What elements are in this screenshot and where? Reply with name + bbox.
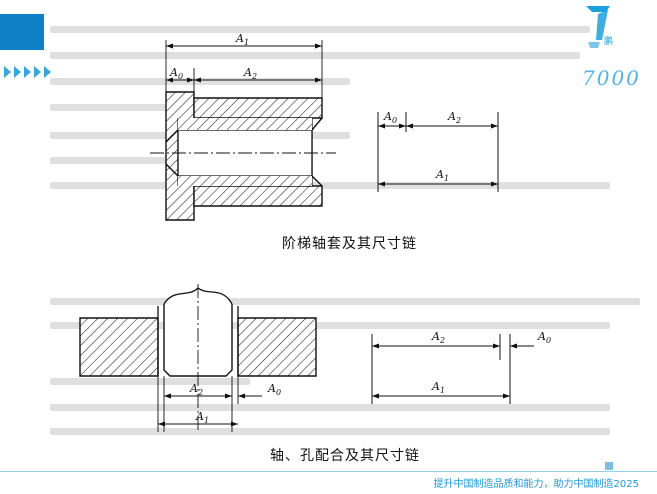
faded-text-line	[50, 404, 610, 411]
sleeve-hatch-lower	[178, 176, 312, 186]
sleeve-hatch-upper	[178, 118, 312, 130]
chain1-label-a1: A1	[435, 168, 449, 183]
chevron-icon	[24, 66, 31, 78]
faded-text-line	[50, 322, 610, 329]
faded-text-line	[50, 378, 250, 385]
dimension-chain-2: A2 A0 A1	[371, 330, 551, 404]
caption-shaft-hole-fit: 轴、孔配合及其尺寸链	[270, 448, 420, 464]
chain2-label-a1: A1	[431, 380, 445, 395]
chain2-label-a0: A0	[537, 330, 551, 345]
faded-text-line	[50, 298, 640, 305]
chevron-icon	[34, 66, 41, 78]
sleeve-label-a1: A1	[235, 32, 249, 47]
watermark-text: 7000	[582, 66, 641, 90]
chain1-label-a0: A0	[383, 110, 397, 125]
sleeve-label-a2: A2	[243, 66, 257, 81]
logo-text: 鹏	[604, 37, 614, 47]
shaft-hole-fit-drawing: A2 A0 A1	[79, 284, 317, 432]
fit-label-a1: A1	[195, 410, 209, 425]
sleeve-label-a0: A0	[169, 66, 183, 81]
faded-text-line	[50, 428, 610, 435]
chevron-icon	[14, 66, 21, 78]
caption-stepped-sleeve: 阶梯轴套及其尺寸链	[282, 236, 417, 252]
dimension-chain-1: A0 A2 A1	[377, 110, 499, 192]
faded-text-line	[50, 26, 590, 33]
chevron-icon	[4, 66, 11, 78]
sleeve-lower-wall	[193, 185, 323, 207]
housing-right	[237, 317, 317, 377]
footer-slogan: 提升中国制造品质和能力，助力中国制造2025	[433, 479, 639, 490]
sleeve-upper-wall	[193, 97, 323, 119]
faded-text-line	[50, 182, 610, 189]
faded-text-line	[50, 52, 580, 59]
fit-label-a0: A0	[267, 382, 281, 397]
left-accent-bar	[0, 14, 44, 50]
fit-label-a2: A2	[189, 382, 203, 397]
logo-icon	[586, 6, 610, 48]
footer-divider	[0, 471, 657, 472]
stepped-sleeve-drawing: A1 A0 A2	[150, 32, 336, 221]
chain1-label-a2: A2	[447, 110, 461, 125]
footer-square-icon	[605, 462, 613, 470]
chevron-icon	[44, 66, 51, 78]
chain2-label-a2: A2	[431, 330, 445, 345]
housing-left	[79, 317, 159, 377]
chevron-decoration	[0, 60, 52, 84]
